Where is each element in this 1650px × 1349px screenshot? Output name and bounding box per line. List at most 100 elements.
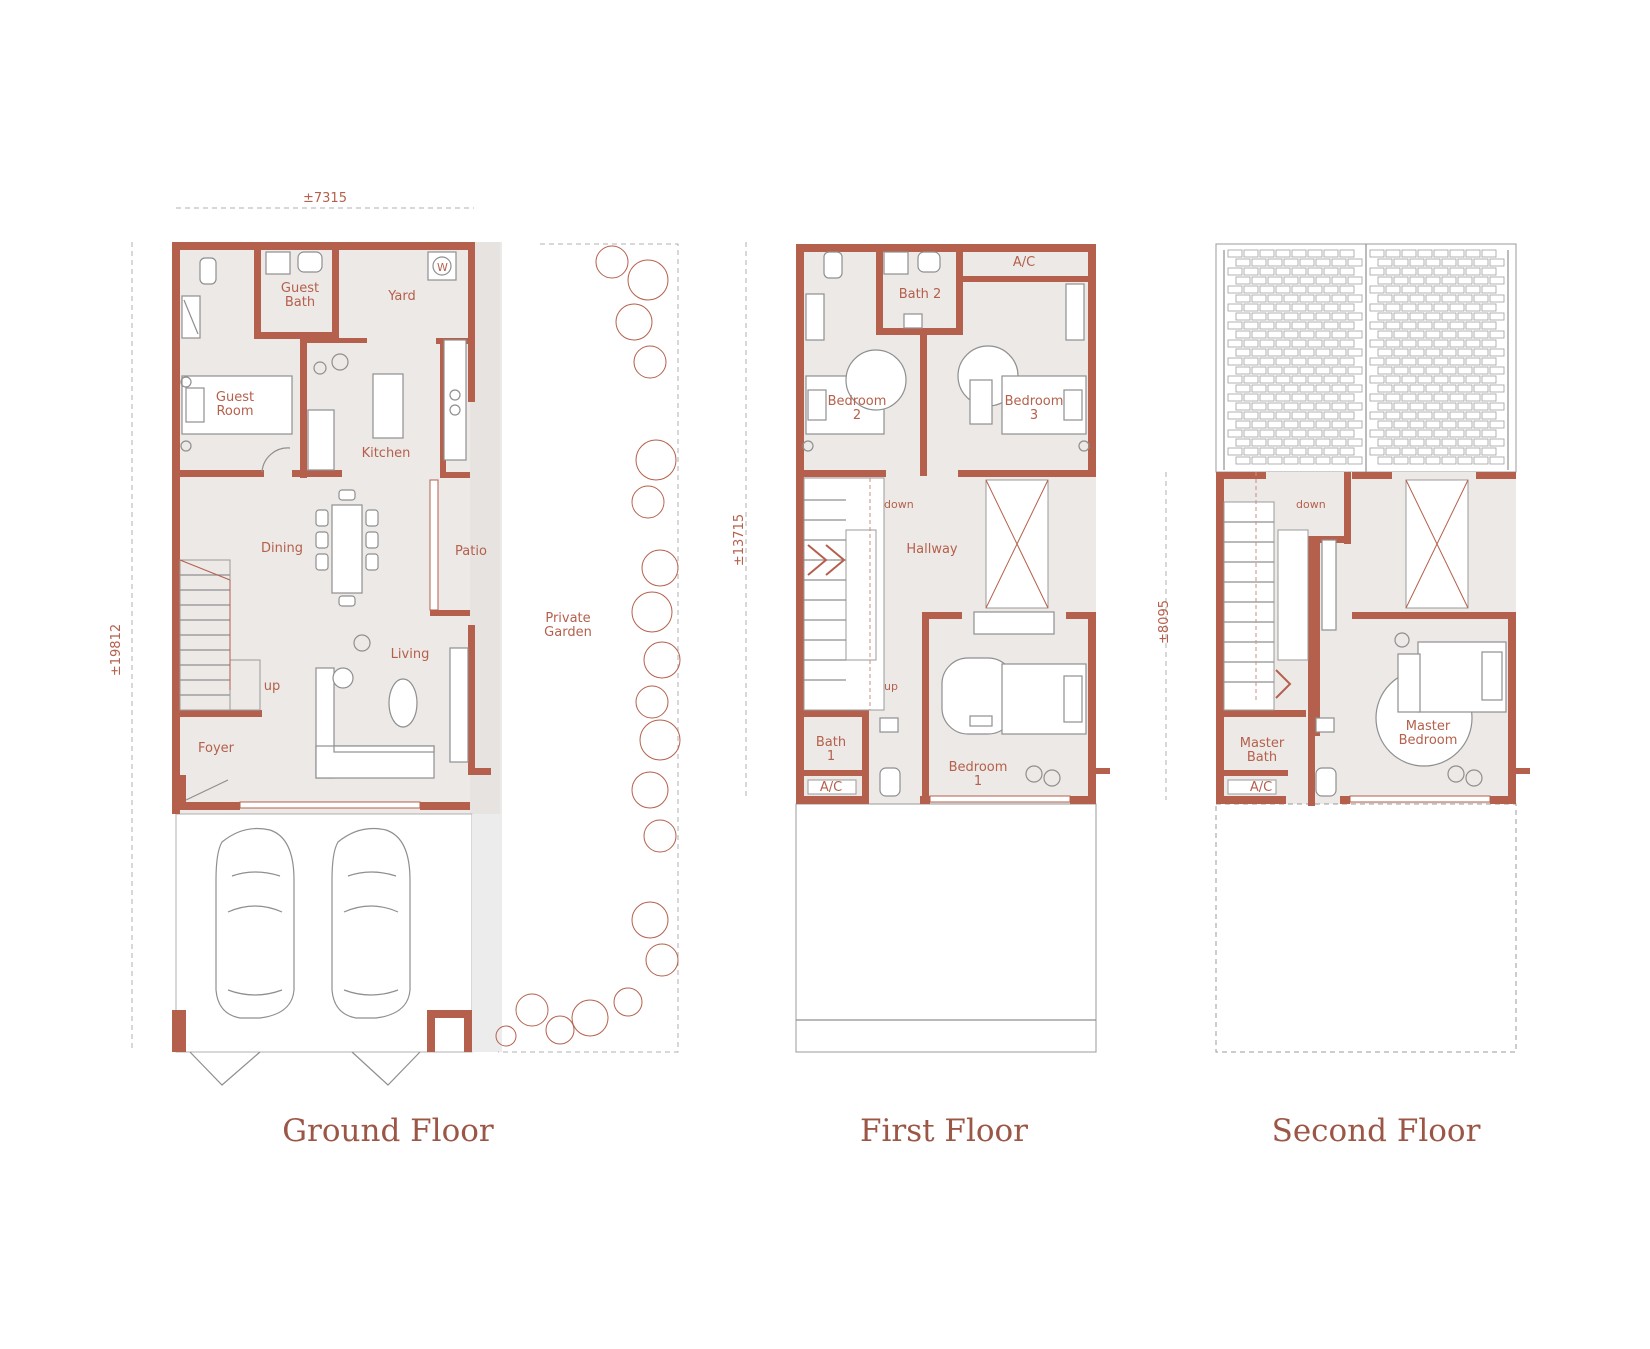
room-label-ac: A/C [1013, 255, 1035, 270]
roof-tile [1433, 357, 1449, 366]
roof-tile [1369, 393, 1385, 402]
roof-tile [1441, 294, 1457, 303]
first-stairs [803, 477, 885, 711]
roof-tile [1473, 276, 1489, 285]
roof-tile [1385, 249, 1401, 258]
roof-tile [1291, 285, 1307, 294]
roof-tile [1291, 321, 1307, 330]
roof-tile [1385, 267, 1401, 276]
ground-depth-dimension: ±19812 [109, 624, 124, 676]
room-label-bedroom-1: 1 [974, 774, 982, 789]
roof-tile [1449, 285, 1465, 294]
roof-tile [1425, 258, 1441, 267]
roof-tile [1315, 258, 1331, 267]
roof-tile [1441, 276, 1457, 285]
roof-tile [1409, 294, 1425, 303]
roof-tile [1339, 357, 1355, 366]
ac-ledge [1227, 779, 1277, 795]
roof-tile [1259, 375, 1275, 384]
wall [1088, 612, 1096, 804]
wall [254, 332, 339, 339]
roof-tile [1377, 276, 1393, 285]
roof-tile [1385, 303, 1401, 312]
roof-tile [1291, 339, 1307, 348]
roof-tile [1331, 402, 1347, 411]
roof-tile [1425, 402, 1441, 411]
roof-tile [1465, 339, 1481, 348]
wall [862, 710, 869, 804]
roof-tile [1369, 357, 1385, 366]
wall [1216, 472, 1224, 804]
roof-tile [1323, 447, 1339, 456]
room-label-guest-bath: Guest [281, 281, 319, 296]
room-label-bedroom-2: 2 [853, 408, 861, 423]
roof-tile [1457, 456, 1473, 465]
roof-tile [1401, 357, 1417, 366]
roof-tile [1291, 357, 1307, 366]
room-label-master-bedroom: Bedroom [1399, 733, 1458, 748]
roof-tile [1481, 357, 1497, 366]
roof-tile [1235, 294, 1251, 303]
roof-tile [1339, 285, 1355, 294]
roof-tile [1465, 321, 1481, 330]
roof-tile [1227, 375, 1243, 384]
roof-tile [1377, 294, 1393, 303]
roof-tile [1275, 249, 1291, 258]
wall [796, 710, 862, 717]
room-label-master-bedroom: Master [1406, 719, 1451, 734]
roof-tile [1227, 321, 1243, 330]
roof-tile [1283, 384, 1299, 393]
first-floor-title: First Floor [860, 1113, 1028, 1149]
roof-tile [1377, 258, 1393, 267]
roof-tile [1227, 429, 1243, 438]
roof-tile [1409, 330, 1425, 339]
room-label-guest-bath: Bath [285, 295, 315, 310]
roof-tile [1457, 366, 1473, 375]
roof-tile [1393, 384, 1409, 393]
roof-tile [1299, 456, 1315, 465]
roof-tile [1275, 267, 1291, 276]
roof-tile [1331, 384, 1347, 393]
roof-tile [1473, 330, 1489, 339]
roof-tile [1283, 402, 1299, 411]
roof-tile [1331, 330, 1347, 339]
roof-tile [1251, 384, 1267, 393]
chair [1043, 769, 1061, 787]
roof-tile [1347, 366, 1363, 375]
roof-tile [1227, 339, 1243, 348]
roof-tile [1283, 258, 1299, 267]
roof-tile [1243, 321, 1259, 330]
roof-tile [1323, 303, 1339, 312]
roof-tile [1283, 348, 1299, 357]
roof-tile [1259, 357, 1275, 366]
wall [1216, 796, 1286, 804]
roof-tile [1473, 420, 1489, 429]
roof-tile [1331, 366, 1347, 375]
roof-tile [1393, 402, 1409, 411]
roof-tile [1457, 330, 1473, 339]
wall [440, 338, 446, 478]
roof-tile [1401, 321, 1417, 330]
roof-tile [1449, 411, 1465, 420]
wall [1216, 770, 1288, 776]
roof-tile [1267, 456, 1283, 465]
second-floor-plan [1165, 243, 1530, 1053]
basin [265, 251, 291, 275]
wall [1070, 796, 1096, 804]
roof-tile [1323, 249, 1339, 258]
roof-tile [1267, 294, 1283, 303]
roof-tile [1315, 366, 1331, 375]
roof-tile [1291, 411, 1307, 420]
roof-tile [1243, 339, 1259, 348]
roof-tile [1267, 276, 1283, 285]
roof-tile [1307, 375, 1323, 384]
roof-tile [1385, 447, 1401, 456]
roof-tile [1275, 429, 1291, 438]
roof-tile [1489, 294, 1505, 303]
carport-roof [795, 803, 1097, 1053]
wall [920, 328, 927, 476]
roof-tile [1227, 285, 1243, 294]
wall [1508, 612, 1516, 804]
roof-tile [1243, 429, 1259, 438]
roof-tile [1433, 411, 1449, 420]
